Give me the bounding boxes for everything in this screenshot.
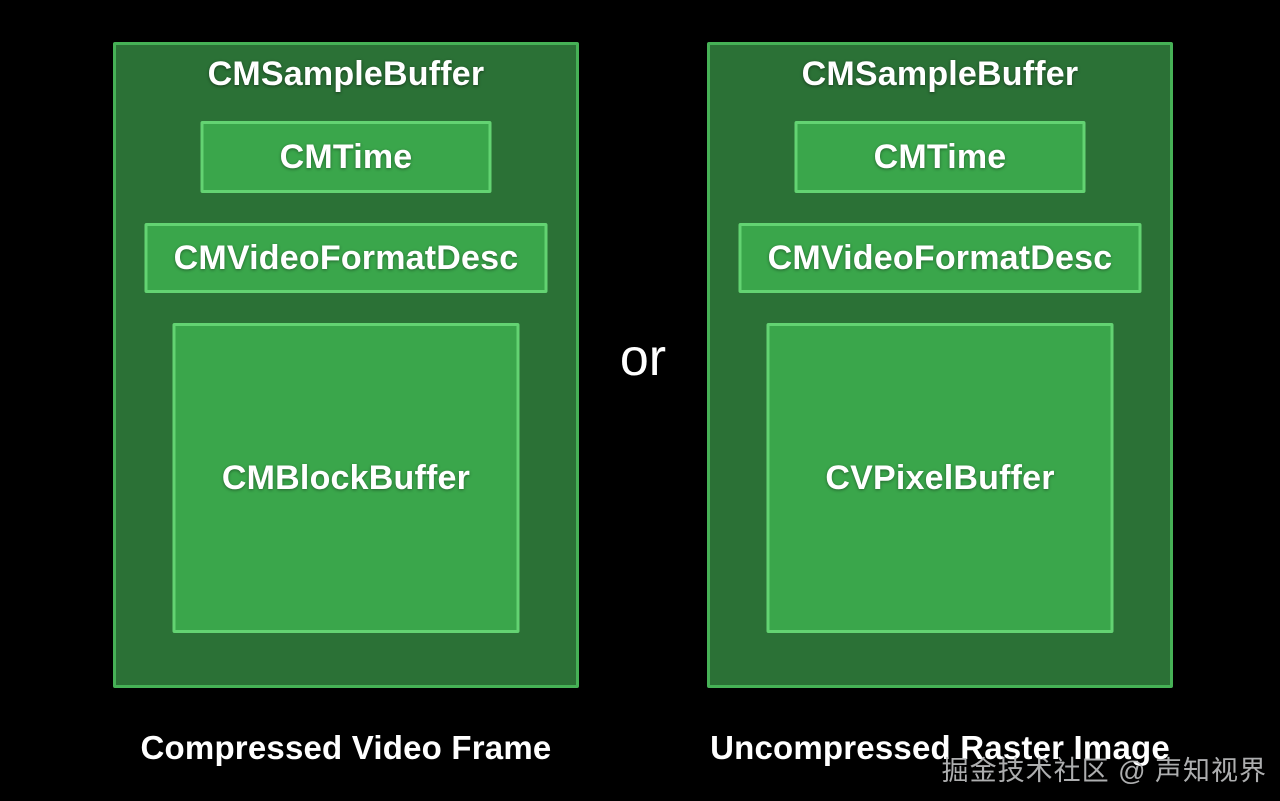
watermark: 掘金技术社区 @ 声知视界 [941,756,1267,786]
caption-compressed-video-frame: Compressed Video Frame [140,729,552,766]
cvpixelbuffer-label: CVPixelBuffer [825,458,1055,497]
sample-buffer-diagram-left: CMSampleBuffer CMTime CMVideoFormatDesc … [113,42,579,688]
sample-buffer-title: CMSampleBuffer [207,55,485,93]
cmvideoformatdesc-label: CMVideoFormatDesc [173,238,519,277]
cmtime-label: CMTime [873,137,1007,176]
cmvideoformatdesc-box: CMVideoFormatDesc [144,223,548,293]
cmvideoformatdesc-label: CMVideoFormatDesc [767,238,1113,277]
cmtime-label: CMTime [279,137,413,176]
cvpixelbuffer-box: CVPixelBuffer [766,323,1114,633]
sample-buffer-title: CMSampleBuffer [801,55,1079,93]
cmvideoformatdesc-box: CMVideoFormatDesc [738,223,1142,293]
sample-buffer-diagram-right: CMSampleBuffer CMTime CMVideoFormatDesc … [707,42,1173,688]
cmblockbuffer-label: CMBlockBuffer [221,458,471,497]
cmtime-box: CMTime [794,121,1086,193]
caption-uncompressed-raster-image: Uncompressed Raster Image [710,729,1170,766]
or-connector-label: or [619,329,667,387]
cmtime-box: CMTime [200,121,492,193]
cmblockbuffer-box: CMBlockBuffer [172,323,520,633]
